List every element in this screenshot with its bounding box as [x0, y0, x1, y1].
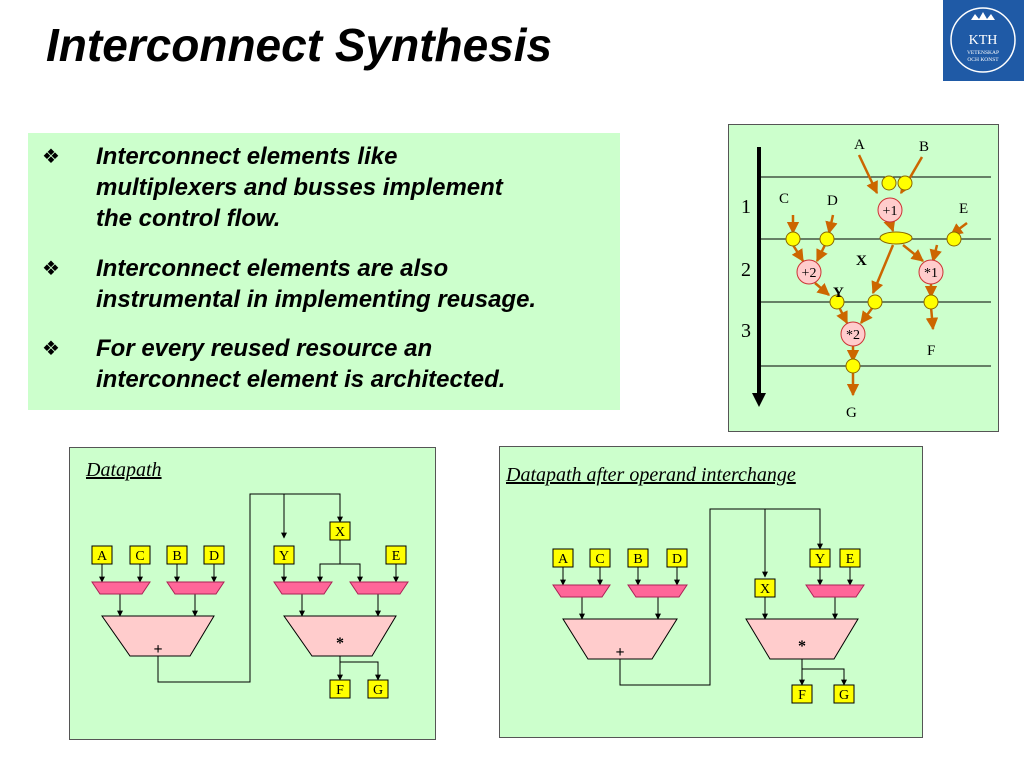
bullet-2-line-1: Interconnect elements are also [96, 255, 449, 282]
diamond-bullet-icon: ❖ [42, 338, 60, 360]
op-node-mul1 [918, 259, 944, 285]
bullet-1-line-3: the control flow. [96, 205, 281, 232]
dp2-input-a: A [558, 552, 569, 567]
op-label-mul1: *1 [924, 266, 938, 281]
page-title: Interconnect Synthesis [46, 19, 553, 71]
var-label-x: X [856, 253, 867, 269]
register-dot [881, 175, 897, 191]
mux [91, 581, 151, 595]
dp1-input-c: C [135, 549, 144, 564]
dp2-adder-label: + [615, 644, 624, 661]
register-dot [829, 294, 845, 310]
mux [166, 581, 225, 595]
dp2-input-y: Y [815, 552, 825, 567]
datapath-panel: Datapath [69, 447, 436, 740]
register-dot [946, 231, 962, 247]
bullet-box: ❖ Interconnect elements like multiplexer… [28, 133, 620, 410]
register-dot [867, 294, 883, 310]
register-dot [785, 231, 801, 247]
dp1-input-a: A [97, 549, 108, 564]
kth-logo: KTH VETENSKAP OCH KONST [943, 0, 1024, 81]
dp1-input-b: B [172, 549, 181, 564]
multiplier-unit [745, 618, 859, 660]
bullet-1-line-1: Interconnect elements like [96, 143, 398, 170]
dp1-input-e: E [392, 549, 401, 564]
dp2-input-b: B [633, 552, 642, 567]
dp1-reg-x: X [335, 525, 345, 540]
bullet-3-line-2: interconnect element is architected. [96, 366, 506, 393]
register-dot [923, 294, 939, 310]
dp2-input-e: E [846, 552, 855, 567]
register-dot [845, 358, 861, 374]
dp2-output-g: G [839, 688, 849, 703]
dp1-output-f: F [336, 683, 344, 698]
datapath-title: Datapath [85, 459, 162, 481]
mux [627, 584, 688, 598]
adder-unit [562, 618, 678, 660]
logo-ring-icon [950, 7, 1016, 73]
adder-unit [101, 615, 215, 657]
time-axis-arrow-icon [752, 393, 766, 407]
output-label-g: G [846, 405, 857, 421]
register-dot [897, 175, 913, 191]
dp1-output-g: G [373, 683, 383, 698]
input-label-c: C [779, 191, 789, 207]
bullet-1-line-2: multiplexers and busses implement [96, 174, 503, 201]
input-label-b: B [919, 139, 929, 155]
logo-sub2: OCH KONST [967, 57, 999, 63]
dp1-adder-label: + [153, 641, 162, 658]
mux [552, 584, 611, 598]
input-label-a: A [854, 137, 865, 153]
mux [805, 584, 865, 598]
dp2-output-f: F [798, 688, 806, 703]
datapath-interchange-panel: Datapath after operand interchange [499, 446, 923, 738]
step-label-2: 2 [741, 259, 751, 281]
step-label-1: 1 [741, 196, 751, 218]
input-label-d: D [827, 193, 838, 209]
bullet-2-line-2: instrumental in implementing reusage. [96, 286, 537, 313]
dp2-input-d: D [672, 552, 682, 567]
op-label-mul2: *2 [846, 328, 860, 343]
dp2-mult-label: * [798, 638, 806, 655]
output-label-f: F [927, 343, 935, 359]
mux [273, 581, 333, 595]
crown-icon [971, 12, 995, 20]
diamond-bullet-icon: ❖ [42, 146, 60, 168]
dp1-input-y: Y [279, 549, 289, 564]
multiplier-unit [283, 615, 397, 657]
var-label-y: Y [833, 285, 844, 301]
datapath2-title: Datapath after operand interchange [505, 464, 796, 486]
mux [349, 581, 409, 595]
dp1-input-d: D [209, 549, 219, 564]
schedule-panel: 1 2 3 A B C D E [728, 124, 999, 432]
op-label-add1: +1 [883, 204, 898, 219]
op-node-add1 [877, 197, 903, 223]
op-node-mul2 [840, 321, 866, 347]
register-x-bus [879, 231, 913, 245]
op-label-add2: +2 [802, 266, 817, 281]
dp2-reg-x: X [760, 582, 770, 597]
op-node-add2 [796, 259, 822, 285]
input-label-e: E [959, 201, 968, 217]
register-dot [819, 231, 835, 247]
bullet-3-line-1: For every reused resource an [96, 335, 433, 362]
step-label-3: 3 [741, 320, 751, 342]
dp1-mult-label: * [336, 635, 344, 652]
logo-sub1: VETENSKAP [967, 50, 999, 56]
logo-text: KTH [969, 33, 998, 48]
diamond-bullet-icon: ❖ [42, 258, 60, 280]
dp2-input-c: C [595, 552, 604, 567]
